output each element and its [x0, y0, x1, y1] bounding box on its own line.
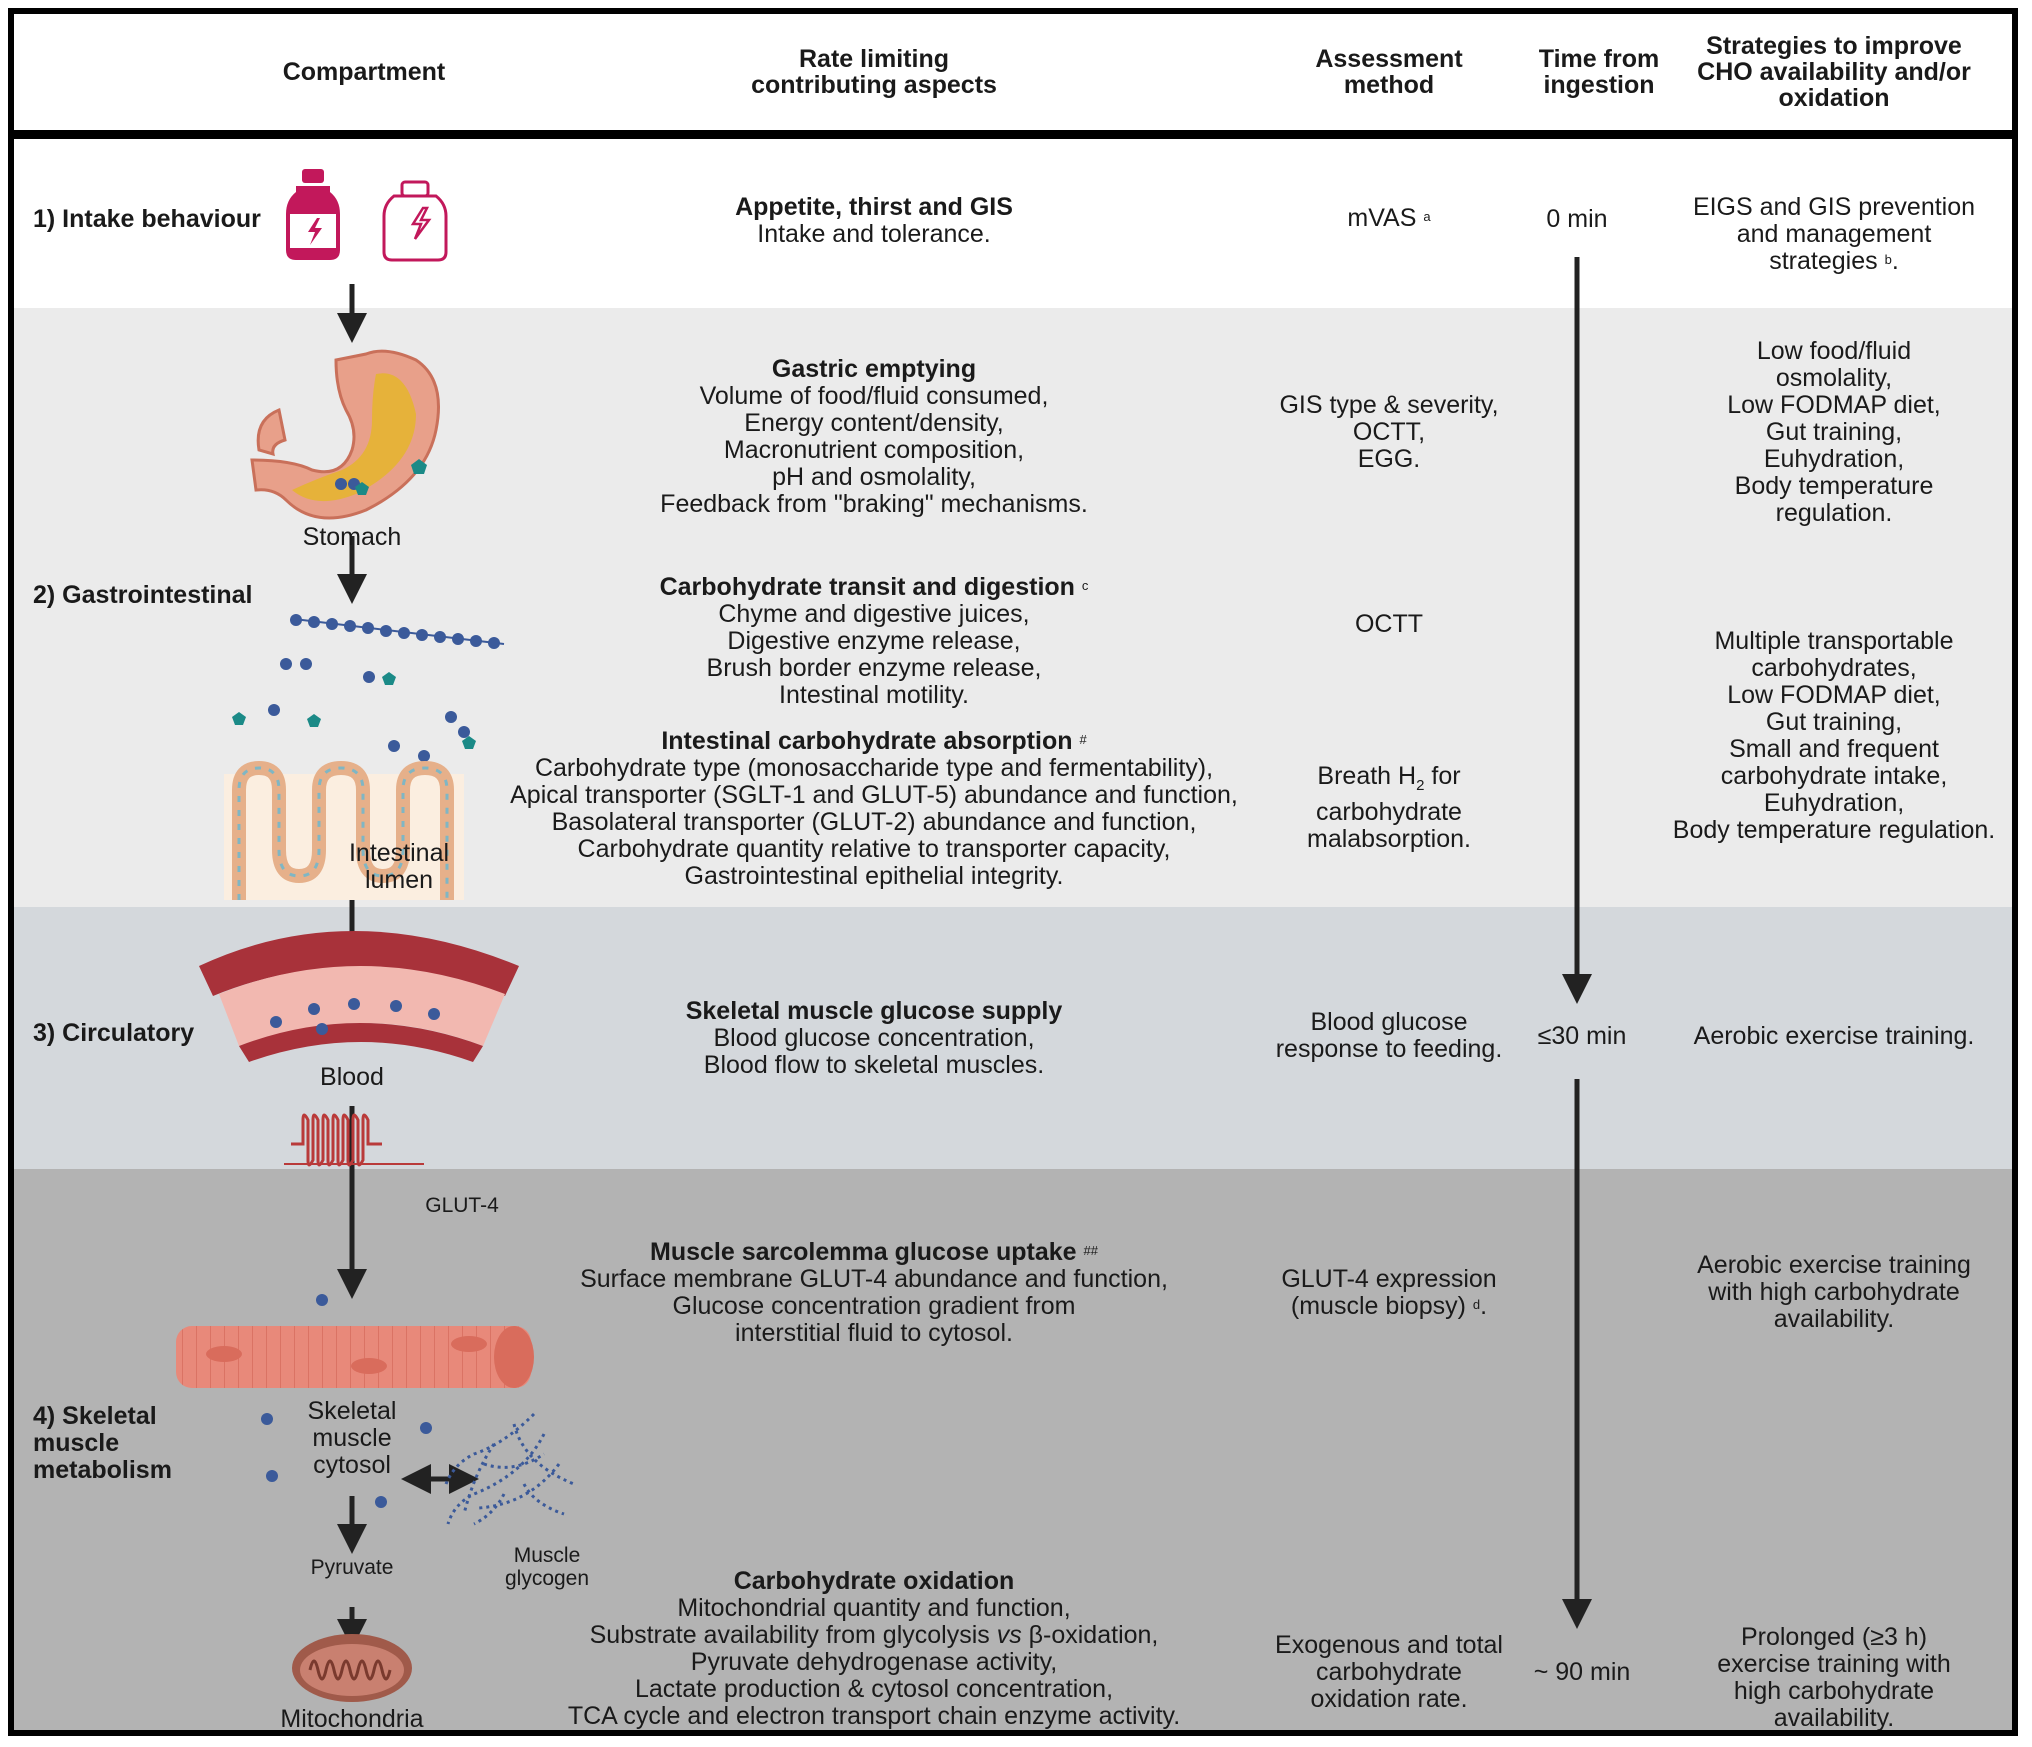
row-transit-body: Chyme and digestive juices, Digestive en…: [706, 600, 1042, 709]
row-uptake-body: Surface membrane GLUT-4 abundance and fu…: [580, 1265, 1168, 1347]
row-absorption-strategy: Multiple transportable carbohydrates, Lo…: [1672, 627, 1996, 844]
blood-vessel-icon: [199, 931, 519, 1062]
row-intake-assessment: mVAS a: [1264, 205, 1514, 232]
label-blood: Blood: [320, 1063, 384, 1091]
row-oxidation-strategy: Prolonged (≥3 h) exercise training with …: [1717, 1623, 1951, 1732]
row-transit-limiting: Carbohydrate transit and digestion c Chy…: [574, 574, 1174, 709]
row-intake-strategy: EIGS and GIS prevention and management s…: [1654, 193, 2012, 275]
row-intake-limiting: Appetite, thirst and GIS Intake and tole…: [574, 194, 1174, 248]
glycogen-icon: [444, 1412, 575, 1526]
band-intake: [14, 139, 2012, 308]
row-absorption-assessment: Breath H2 for carbohydrate malabsorption…: [1249, 763, 1529, 853]
row-uptake-strategy: Aerobic exercise training with high carb…: [1697, 1251, 1971, 1333]
row-oxidation-title: Carbohydrate oxidation: [733, 1567, 1015, 1595]
row-absorption-title: Intestinal carbohydrate absorption: [661, 727, 1073, 755]
row-circulatory-title: Skeletal muscle glucose supply: [685, 997, 1063, 1025]
muscle-fibre-icon: [176, 1294, 534, 1508]
label-intestinal-lumen: Intestinal lumen: [348, 839, 450, 894]
strategy-text: EIGS and GIS prevention and management s…: [1692, 193, 1976, 275]
glut4-transporter-icon: [284, 1113, 424, 1167]
row-transit-title: Carbohydrate transit and digestion: [659, 573, 1075, 601]
label-stomach: Stomach: [302, 523, 402, 551]
compartment-intake: 1) Intake behaviour: [33, 205, 261, 233]
header-strategies: Strategies to improve CHO availability a…: [1697, 32, 1971, 112]
footnote-marker: ##: [1083, 1243, 1098, 1258]
header-assessment: Assessment method: [1315, 45, 1463, 99]
compartment-gastrointestinal: 2) Gastrointestinal: [33, 581, 253, 609]
label-mitochondria: Mitochondria: [280, 1705, 424, 1733]
intestinal-villi-icon: [224, 760, 464, 900]
label-glycogen: Muscle glycogen: [504, 1544, 590, 1590]
row-uptake-limiting: Muscle sarcolemma glucose uptake ## Surf…: [534, 1239, 1214, 1347]
table-header: Compartment Rate limiting contributing a…: [14, 14, 2012, 139]
row-absorption-body: Carbohydrate type (monosaccharide type a…: [510, 754, 1238, 890]
footnote-marker: b: [1884, 252, 1892, 267]
strategy-end: .: [1891, 247, 1899, 275]
header-time: Time from ingestion: [1538, 45, 1660, 99]
row-gastric-body: Volume of food/fluid consumed, Energy co…: [660, 382, 1088, 518]
row-circulatory-body: Blood glucose concentration, Blood flow …: [703, 1024, 1045, 1079]
illustrations: [176, 169, 1592, 1702]
label-pyruvate: Pyruvate: [310, 1556, 394, 1579]
label-cytosol: Skeletal muscle cytosol: [307, 1397, 397, 1479]
row-transit-assessment: OCTT: [1354, 610, 1424, 638]
row-uptake-title: Muscle sarcolemma glucose uptake: [650, 1238, 1077, 1266]
gel-icon: [382, 180, 448, 262]
row-circulatory-time: ≤30 min: [1537, 1022, 1627, 1050]
row-intake-time: 0 min: [1546, 205, 1608, 233]
row-absorption-limiting: Intestinal carbohydrate absorption # Car…: [484, 728, 1264, 890]
row-uptake-assessment: GLUT-4 expression (muscle biopsy) d.: [1249, 1266, 1529, 1320]
row-gastric-strategy: Low food/fluid osmolality, Low FODMAP di…: [1727, 337, 1941, 527]
assessment-text: carbohydrate malabsorption.: [1307, 798, 1471, 853]
compartment-skeletal: 4) Skeletal muscle metabolism: [33, 1402, 172, 1484]
footnote-marker: #: [1079, 732, 1087, 747]
row-intake-body: Intake and tolerance.: [757, 220, 991, 248]
oxidation-body-line: Mitochondrial quantity and function,: [677, 1594, 1071, 1622]
row-circulatory-assessment: Blood glucose response to feeding.: [1275, 1008, 1503, 1063]
row-oxidation-time: ~ 90 min: [1533, 1658, 1631, 1686]
row-gastric-assessment: GIS type & severity, OCTT, EGG.: [1279, 391, 1499, 473]
header-compartment: Compartment: [282, 58, 446, 86]
row-circulatory-strategy: Aerobic exercise training.: [1693, 1022, 1975, 1050]
row-intake-title: Appetite, thirst and GIS: [735, 193, 1013, 221]
assessment-end: .: [1480, 1292, 1488, 1320]
oxidation-body-line: Pyruvate dehydrogenase activity, Lactate…: [567, 1648, 1181, 1730]
compartment-circulatory: 3) Circulatory: [33, 1019, 195, 1047]
drink-bottle-icon: [286, 169, 340, 260]
assessment-text: mVAS: [1347, 204, 1417, 232]
stomach-icon: [250, 349, 440, 520]
label-glut4: GLUT-4: [425, 1194, 499, 1217]
subscript: 2: [1416, 777, 1425, 794]
row-gastric-title: Gastric emptying: [771, 355, 977, 383]
footnote-marker: c: [1081, 578, 1089, 593]
footnote-marker: d: [1472, 1297, 1481, 1312]
footnote-marker: a: [1423, 209, 1431, 224]
row-gastric-limiting: Gastric emptying Volume of food/fluid co…: [574, 356, 1174, 518]
row-oxidation-assessment: Exogenous and total carbohydrate oxidati…: [1275, 1631, 1503, 1713]
header-rate-limiting: Rate limiting contributing aspects: [751, 45, 997, 99]
assessment-text: for: [1424, 762, 1461, 790]
assessment-text: GLUT-4 expression (muscle biopsy): [1281, 1265, 1497, 1320]
assessment-text: Breath H: [1317, 762, 1417, 790]
mitochondria-icon: [292, 1634, 412, 1702]
figure-frame: Compartment Rate limiting contributing a…: [8, 8, 2018, 1736]
carbohydrate-chain-icon: [232, 614, 505, 762]
oxidation-body-line: β-oxidation,: [1021, 1621, 1159, 1649]
row-oxidation-limiting: Carbohydrate oxidation Mitochondrial qua…: [514, 1568, 1234, 1730]
oxidation-body-italic: vs: [996, 1621, 1022, 1649]
oxidation-body-line: Substrate availability from glycolysis: [589, 1621, 997, 1649]
row-circulatory-limiting: Skeletal muscle glucose supply Blood glu…: [574, 998, 1174, 1079]
